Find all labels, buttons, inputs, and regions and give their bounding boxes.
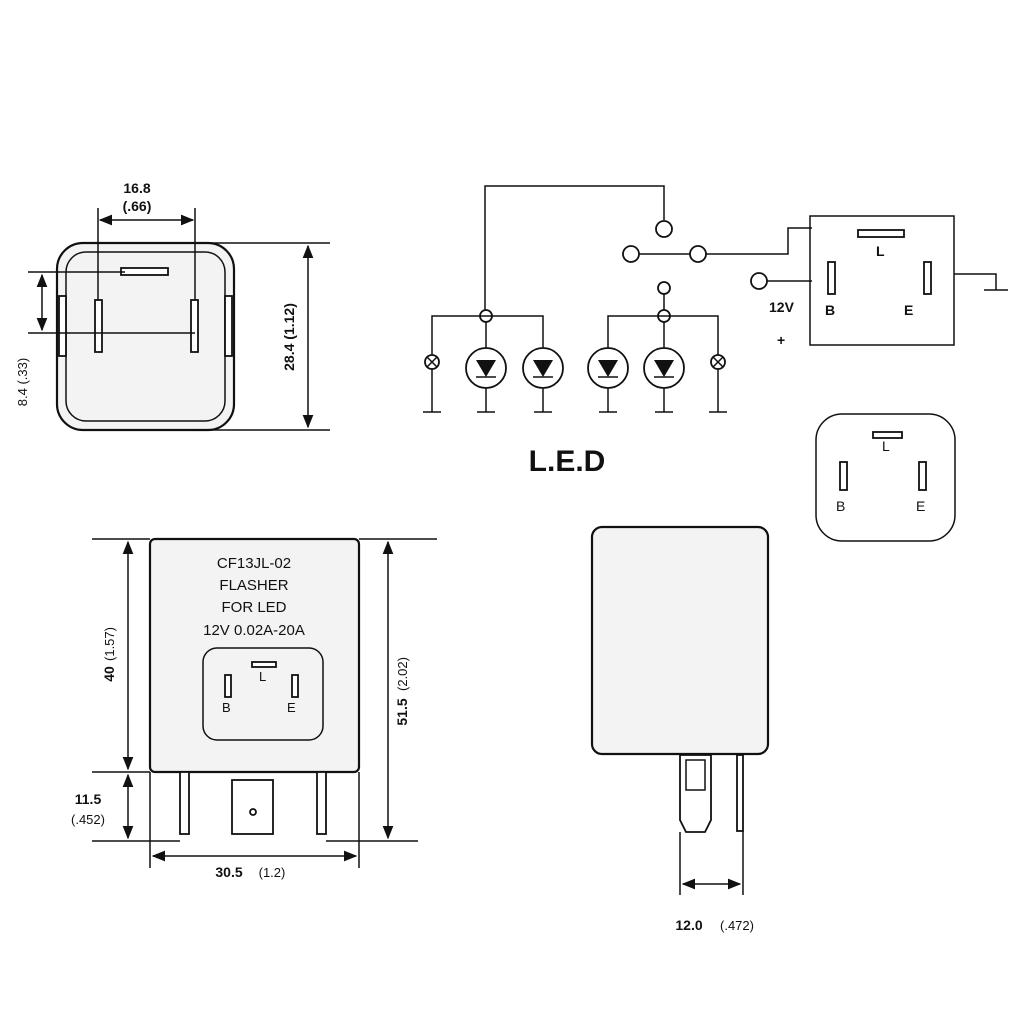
supply-voltage-label: 12V — [769, 299, 795, 315]
top-view-height-label: 28.4 (1.12) — [281, 303, 297, 371]
top-view-width-label: 16.8 — [123, 180, 150, 196]
pin-length-label: 11.5 — [75, 791, 102, 807]
switch-contact-left — [622, 245, 640, 263]
product-label: FLASHER — [219, 577, 288, 594]
led-1 — [465, 347, 507, 413]
front-terminal-center — [231, 779, 274, 835]
model-label: CF13JL-02 — [217, 555, 291, 572]
small-face-pin-l — [872, 431, 903, 439]
supply-terminal — [750, 272, 768, 290]
small-face-pin-e — [918, 461, 927, 491]
side-width-label-in: (.472) — [720, 918, 754, 933]
small-face-pin-l-label: L — [882, 438, 890, 454]
total-height-label-in: (2.02) — [395, 657, 410, 691]
connector-pin-l — [857, 229, 905, 238]
connector-pin-l-label: L — [876, 243, 885, 259]
top-view-side-tab-left — [58, 295, 67, 357]
connector-face-small: L B E — [815, 413, 956, 542]
top-view: 16.8 (.66) 28.4 (1.12) 8.4 (.33) — [15, 180, 330, 432]
top-view-pin-b — [94, 299, 103, 353]
pin-length-label-in: (.452) — [71, 812, 105, 827]
front-pin-b-label: B — [222, 700, 231, 715]
front-pin-e-label: E — [287, 700, 296, 715]
switch-contact-top — [655, 220, 673, 238]
switch-contact-right — [689, 245, 707, 263]
top-view-pin-offset-label: 8.4 (.33) — [15, 358, 30, 406]
connector-body — [809, 215, 955, 346]
body-width-label: 30.5 — [215, 864, 242, 880]
led-label: L.E.D — [529, 445, 606, 478]
connector-diagram: L B E — [809, 215, 1008, 346]
lamp-left — [423, 354, 441, 413]
connector-pin-e-label: E — [904, 302, 913, 318]
usage-label: FOR LED — [221, 599, 286, 616]
body-height-label: 40 — [101, 666, 117, 682]
body-width-label-in: (1.2) — [259, 865, 286, 880]
connector-pin-b — [827, 261, 836, 295]
small-face-pin-e-label: E — [916, 498, 925, 514]
connector-pin-e — [923, 261, 932, 295]
circuit-diagram: 12V + — [423, 185, 812, 478]
front-view-connector — [202, 647, 324, 741]
front-pin-l-label: L — [259, 669, 266, 684]
small-face-pin-b-label: B — [836, 498, 845, 514]
side-view-body — [590, 525, 770, 756]
front-terminal-right — [316, 771, 327, 835]
front-terminal-left — [179, 771, 190, 835]
top-view-width-label-in: (.66) — [123, 198, 152, 214]
side-width-label: 12.0 — [675, 917, 702, 933]
top-view-outer-body — [55, 241, 236, 432]
led-2 — [522, 347, 564, 413]
top-view-pin-e — [190, 299, 199, 353]
side-view: 12.0 (.472) — [590, 525, 770, 933]
side-terminal-wide — [679, 754, 712, 833]
front-view: CF13JL-02 FLASHER FOR LED 12V 0.02A-20A … — [71, 537, 437, 880]
lamp-right — [709, 354, 727, 413]
small-face-pin-b — [839, 461, 848, 491]
top-view-pin-l — [120, 267, 169, 276]
rating-label: 12V 0.02A-20A — [203, 622, 305, 639]
top-view-side-tab-right — [224, 295, 233, 357]
front-view-body — [148, 537, 361, 774]
connector-pin-b-label: B — [825, 302, 835, 318]
body-height-label-in: (1.57) — [102, 627, 117, 661]
side-terminal-narrow — [736, 754, 744, 832]
supply-plus-label: + — [777, 332, 785, 348]
total-height-label: 51.5 — [394, 698, 410, 725]
led-3 — [587, 347, 629, 413]
led-4 — [643, 347, 685, 413]
